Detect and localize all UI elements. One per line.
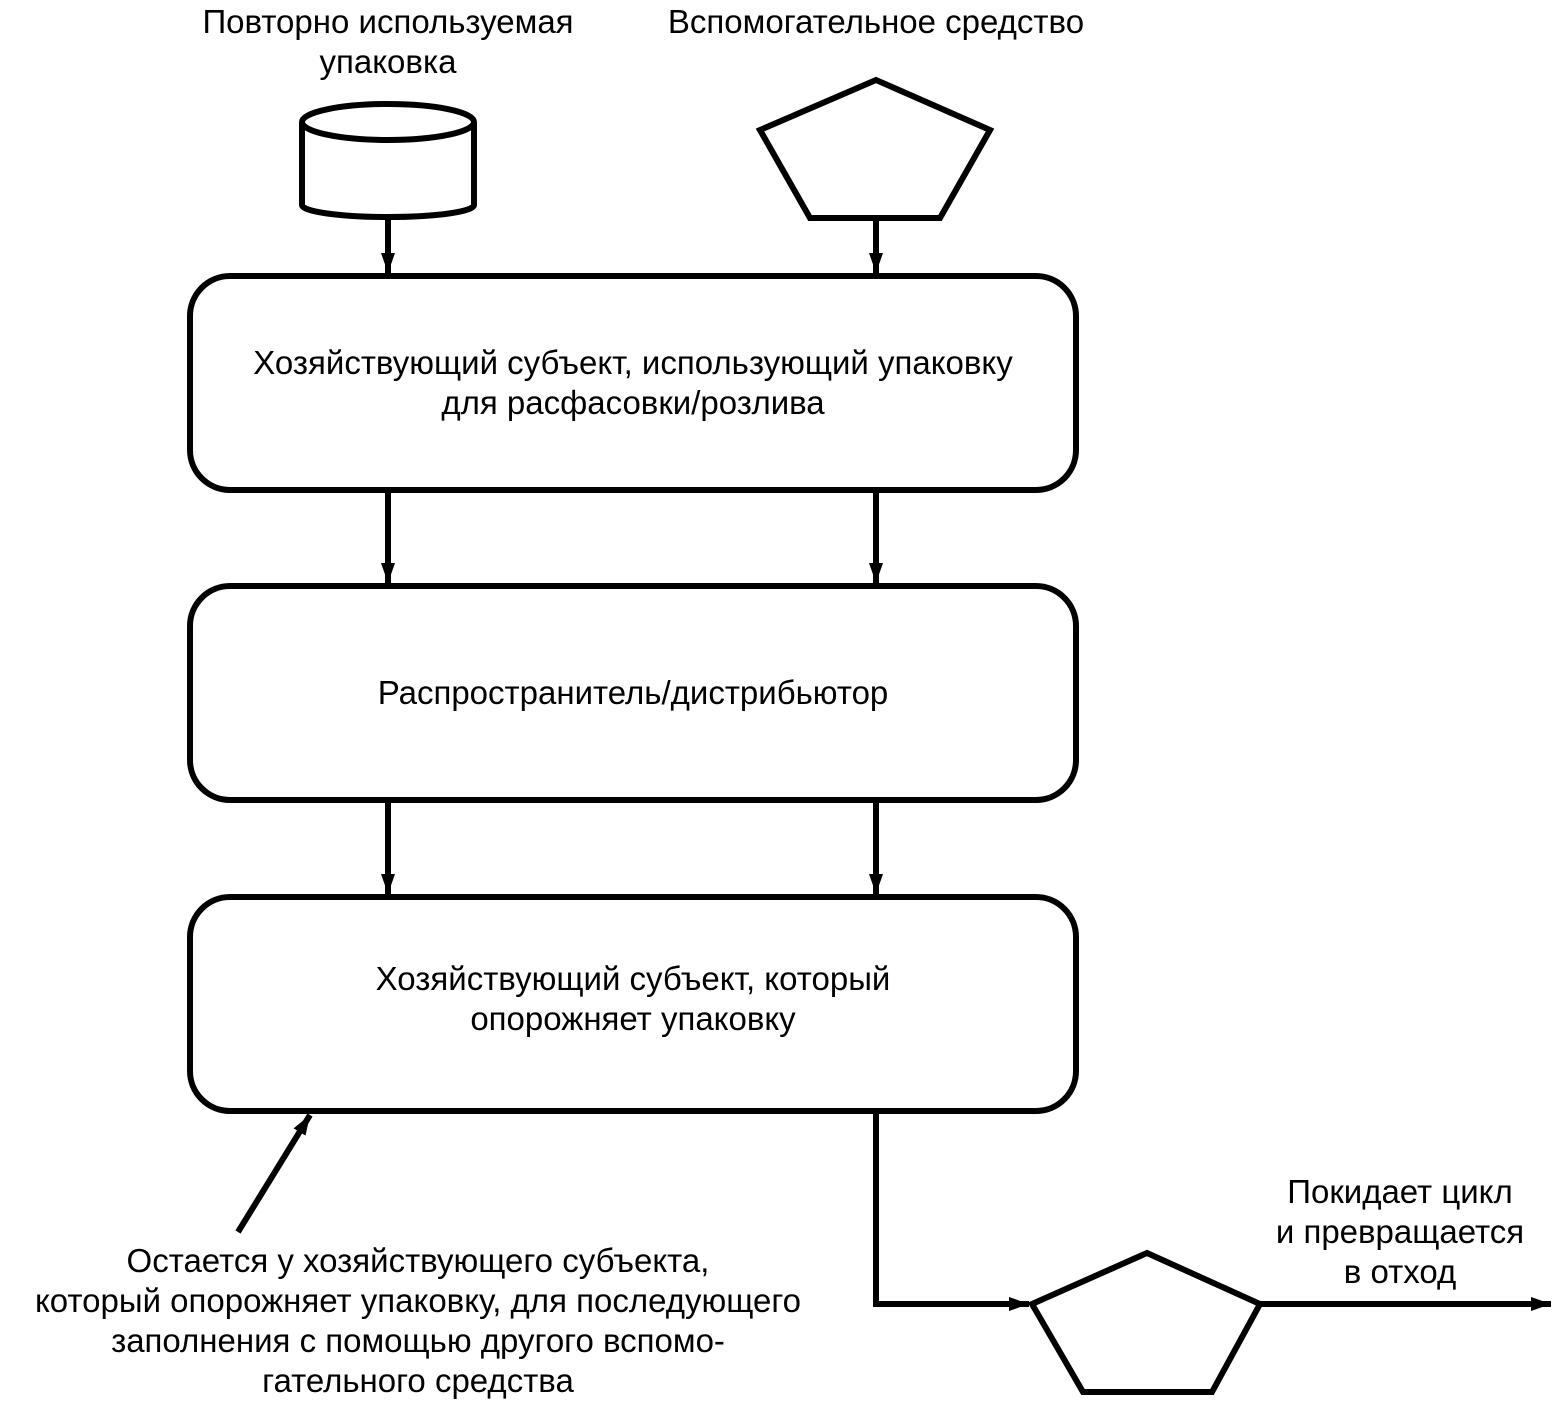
filler-box-text: Хозяйствующий субъект, использующий упак… xyxy=(253,344,1013,421)
leaves-cycle-label: Покидает цикл и превращается в отход xyxy=(1275,1173,1525,1290)
waste-pentagon-icon xyxy=(1027,1249,1265,1395)
distributor-box xyxy=(187,583,1079,803)
pentagon-icon xyxy=(755,76,995,221)
cylinder-icon xyxy=(299,101,477,220)
remains-note-label: Остается у хозяйствующего субъекта, кото… xyxy=(34,1242,802,1399)
distributor-box-text: Распространитель/дистрибьютор xyxy=(377,674,889,711)
arrow-remains-to-emptier xyxy=(235,1113,313,1234)
emptier-box xyxy=(187,894,1079,1114)
reusable-packaging-label: Повторно используемая упаковка xyxy=(202,3,574,80)
filler-box xyxy=(187,273,1079,493)
arrow-emptier-to-waste xyxy=(873,1111,1029,1311)
emptier-box-text: Хозяйствующий субъект, который опорожняе… xyxy=(375,960,891,1037)
auxiliary-means-label: Вспомогательное средство xyxy=(667,3,1085,40)
